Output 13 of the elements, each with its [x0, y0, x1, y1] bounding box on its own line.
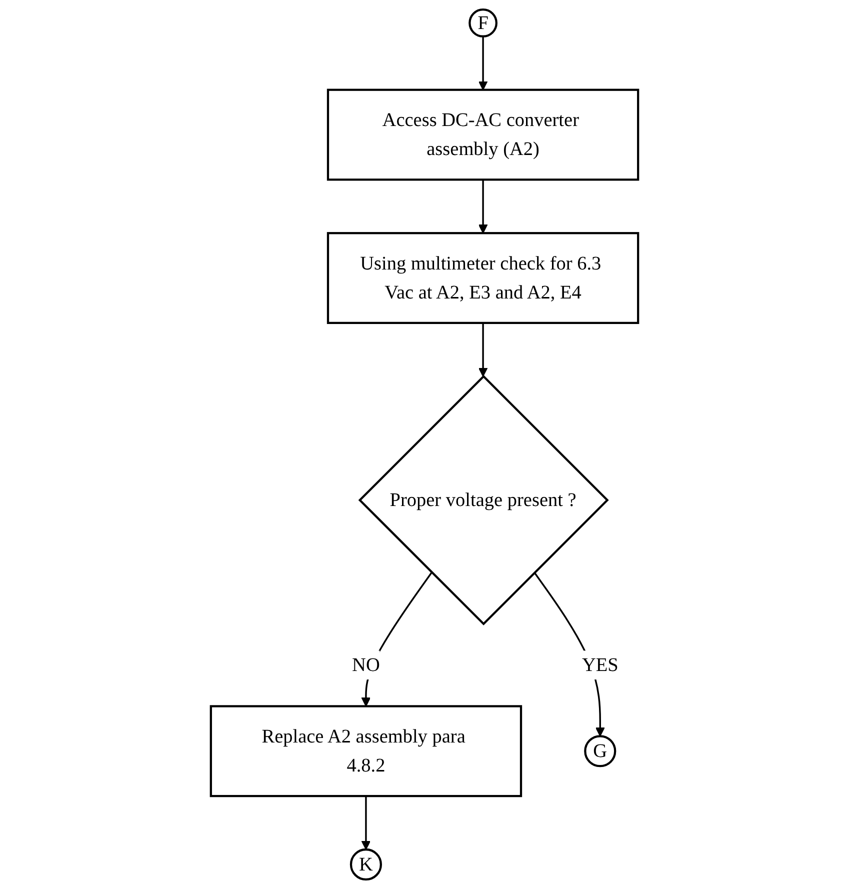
node-box: Access DC-AC converter assembly (A2) — [326, 88, 640, 181]
arrow — [361, 796, 371, 850]
edge-label: NO — [352, 654, 380, 676]
node-diamond: Proper voltage present ? — [358, 374, 609, 626]
node-circle: F — [468, 8, 498, 38]
arrow — [478, 36, 488, 90]
node-circle: K — [350, 848, 382, 881]
node-circle: G — [584, 735, 616, 768]
arrow — [478, 180, 488, 234]
node-box: Replace A2 assembly para 4.8.2 — [210, 705, 522, 798]
arrow — [478, 322, 488, 377]
node-box: Using multimeter check for 6.3 Vac at A2, E3 and A2, E4 — [326, 232, 640, 324]
edge-label: YES — [582, 654, 618, 676]
